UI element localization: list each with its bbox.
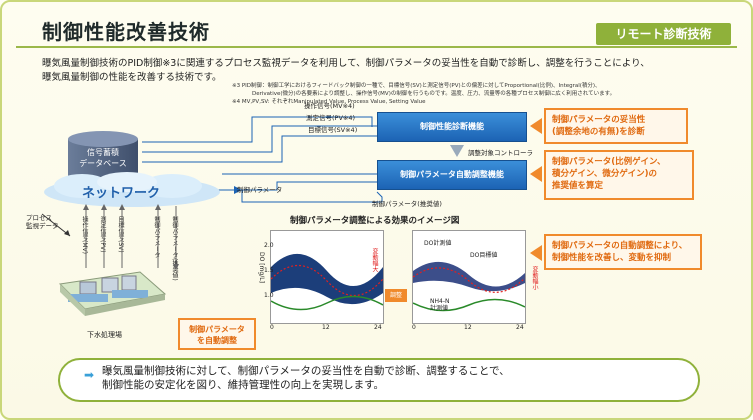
summary-text: 曝気風量制御技術に対して、制御パラメータの妥当性を自動で診断、調整することで、 … <box>102 365 510 391</box>
intro-line-1: 曝気風量制御技術のPID制御※3に関連するプロセス監視データを利用して、制御パラ… <box>42 58 650 69</box>
after-do-target: DO目標値 <box>470 252 498 259</box>
vertical-label-param: 制御パラメータ <box>153 216 160 258</box>
controller-label: 調整対象コントローラ <box>468 149 533 157</box>
before-ytick-0: 2.0 <box>264 242 274 249</box>
signal-pv: 測定信号(PV※4) <box>306 114 356 122</box>
before-xtick-2: 24 <box>374 324 382 331</box>
before-target-line <box>270 264 384 297</box>
recommend-arrow <box>234 186 242 194</box>
summary-box <box>58 358 700 402</box>
after-nh4-line <box>412 298 526 312</box>
signal-param-recommended: 制御パラメータ(推奨値) <box>372 200 442 208</box>
diagnosis-function-box: 制御性能診断機能 <box>377 112 527 142</box>
before-ytick-2: 1.0 <box>264 292 274 299</box>
signal-param: 制御パラメータ <box>237 186 283 194</box>
before-annotation: 変動幅大 <box>371 248 378 272</box>
page-title: 制御性能改善技術 <box>42 20 210 44</box>
diagnosis-callout: 制御パラメータの妥当性 (調整余地の有無)を診断 <box>544 108 688 144</box>
adjust-callout-arrow <box>530 166 542 182</box>
controller-arrow <box>450 145 464 157</box>
process-arrow <box>41 213 71 237</box>
mv-line <box>142 116 373 143</box>
network-cloud-icon <box>44 172 220 207</box>
vertical-label-pv: 測定信号(PV) <box>99 216 106 253</box>
footnote-3a: ※3 PID制御：制御工学におけるフィードバック制御の一種で、目標信号(SV)と… <box>232 83 601 89</box>
before-chart <box>270 230 384 324</box>
signal-sv: 目標信号(SV※4) <box>308 126 358 134</box>
after-xtick-0: 0 <box>412 324 416 331</box>
adjust-arrow: 調整 <box>385 289 407 302</box>
effect-callout: 制御パラメータの自動調整により、 制御性能を改善し、変動を抑制 <box>544 234 702 270</box>
before-ylabel: DO [mg/L] <box>258 252 265 283</box>
vertical-label-sv: 目標信号(SV) <box>117 216 124 253</box>
recommend-line <box>241 190 383 203</box>
effect-callout-arrow <box>530 245 542 261</box>
vertical-label-param-recommended: 制御パラメータ(推奨値) <box>171 216 178 281</box>
footnote-4: ※4 MV,PV,SV: それぞれManipulated Value, Proc… <box>232 99 426 105</box>
vertical-arrows <box>83 204 179 270</box>
treatment-plant-icon <box>58 271 167 316</box>
before-xtick-0: 0 <box>270 324 274 331</box>
auto-adjust-callout: 制御パラメータ を自動調整 <box>178 318 256 350</box>
before-chart-svg <box>270 253 384 311</box>
summary-arrow-icon: ➡ <box>84 368 95 382</box>
diagnosis-callout-arrow <box>530 118 542 134</box>
after-xtick-1: 12 <box>464 324 472 331</box>
before-noise-band <box>271 253 383 305</box>
after-chart <box>412 230 526 324</box>
intro-line-2: 曝気風量制御の性能を改善する技術です。 <box>42 72 222 83</box>
before-ytick-1: 1.5 <box>264 267 274 274</box>
before-nh4-line <box>270 295 384 311</box>
after-xtick-2: 24 <box>516 324 524 331</box>
footnote-3b: Derivative(微分)の各要素により調整し、操作信号(MV)の制御を行うも… <box>252 91 616 97</box>
after-target-line <box>412 267 526 293</box>
signal-mv: 操作信号(MV※4) <box>304 102 355 110</box>
after-annotation: 変動幅小 <box>531 266 538 290</box>
database-label: 信号蓄積 データベース <box>79 148 127 168</box>
after-noise-band <box>413 261 525 292</box>
footnotes: ※3 PID制御：制御工学におけるフィードバック制御の一種で、目標信号(SV)と… <box>232 82 615 106</box>
auto-adjust-function-box: 制御パラメータ自動調整機能 <box>377 160 527 190</box>
plant-label: 下水処理場 <box>87 331 122 339</box>
chart-area-title: 制御パラメータ調整による効果のイメージ図 <box>290 216 460 226</box>
sv-line <box>142 135 377 163</box>
process-data-label: プロセス 監視データ <box>26 214 59 230</box>
after-do-measured: DO計測値 <box>424 240 452 247</box>
network-label: ネットワーク <box>82 186 161 201</box>
after-chart-svg <box>412 261 526 312</box>
title-divider <box>16 46 737 48</box>
pv-line <box>142 125 377 153</box>
adjust-callout: 制御パラメータ(比例ゲイン、 積分ゲイン、微分ゲイン)の 推奨値を算定 <box>544 150 694 200</box>
before-xtick-1: 12 <box>322 324 330 331</box>
after-nh4-label: NH4-N計測値 <box>430 298 450 312</box>
intro-text: 曝気風量制御技術のPID制御※3に関連するプロセス監視データを利用して、制御パラ… <box>42 57 650 85</box>
category-tag: リモート診断技術 <box>596 23 731 45</box>
vertical-label-mv: 操作信号(MV) <box>81 216 88 254</box>
